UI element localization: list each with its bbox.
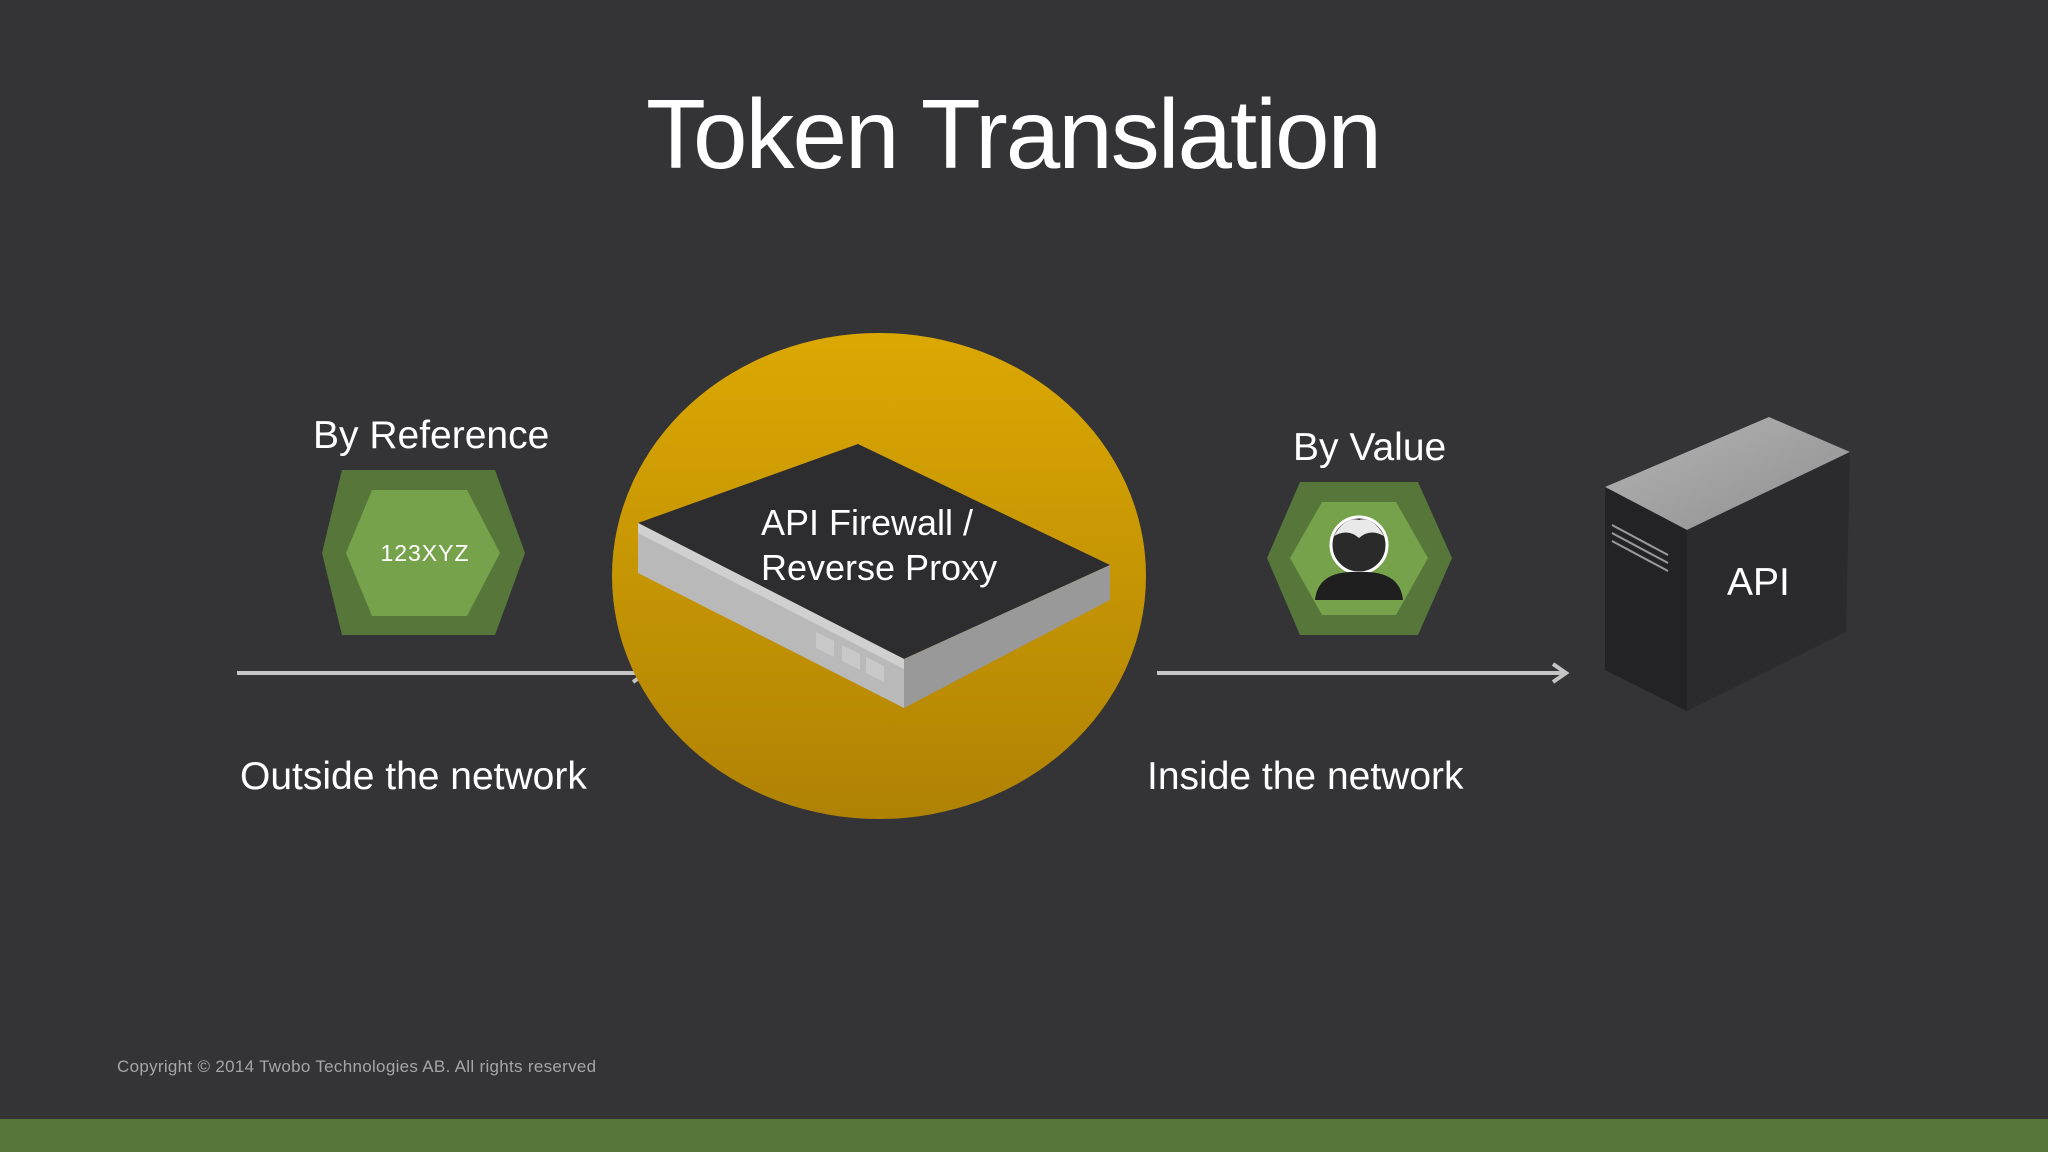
token-hexagon-icon xyxy=(322,470,525,635)
slide-title: Token Translation xyxy=(645,79,1382,189)
outside-network-label: Outside the network xyxy=(240,755,587,798)
footer-bar xyxy=(0,1119,2048,1152)
arrow-right-icon xyxy=(237,662,650,684)
arrow-right-icon xyxy=(1157,662,1570,684)
proxy-label-line2: Reverse Proxy xyxy=(761,547,998,588)
api-server-label: API xyxy=(1727,561,1790,604)
by-value-label: By Value xyxy=(1293,426,1447,469)
inside-network-label: Inside the network xyxy=(1147,755,1464,798)
copyright-notice: Copyright © 2014 Twobo Technologies AB. … xyxy=(117,1057,597,1076)
token-value: 123XYZ xyxy=(380,540,470,566)
firewall-appliance-icon xyxy=(638,444,1110,708)
proxy-label-line1: API Firewall / xyxy=(761,502,974,543)
api-server-icon xyxy=(1605,417,1850,711)
by-reference-label: By Reference xyxy=(313,414,550,457)
user-hexagon-icon xyxy=(1267,482,1452,635)
